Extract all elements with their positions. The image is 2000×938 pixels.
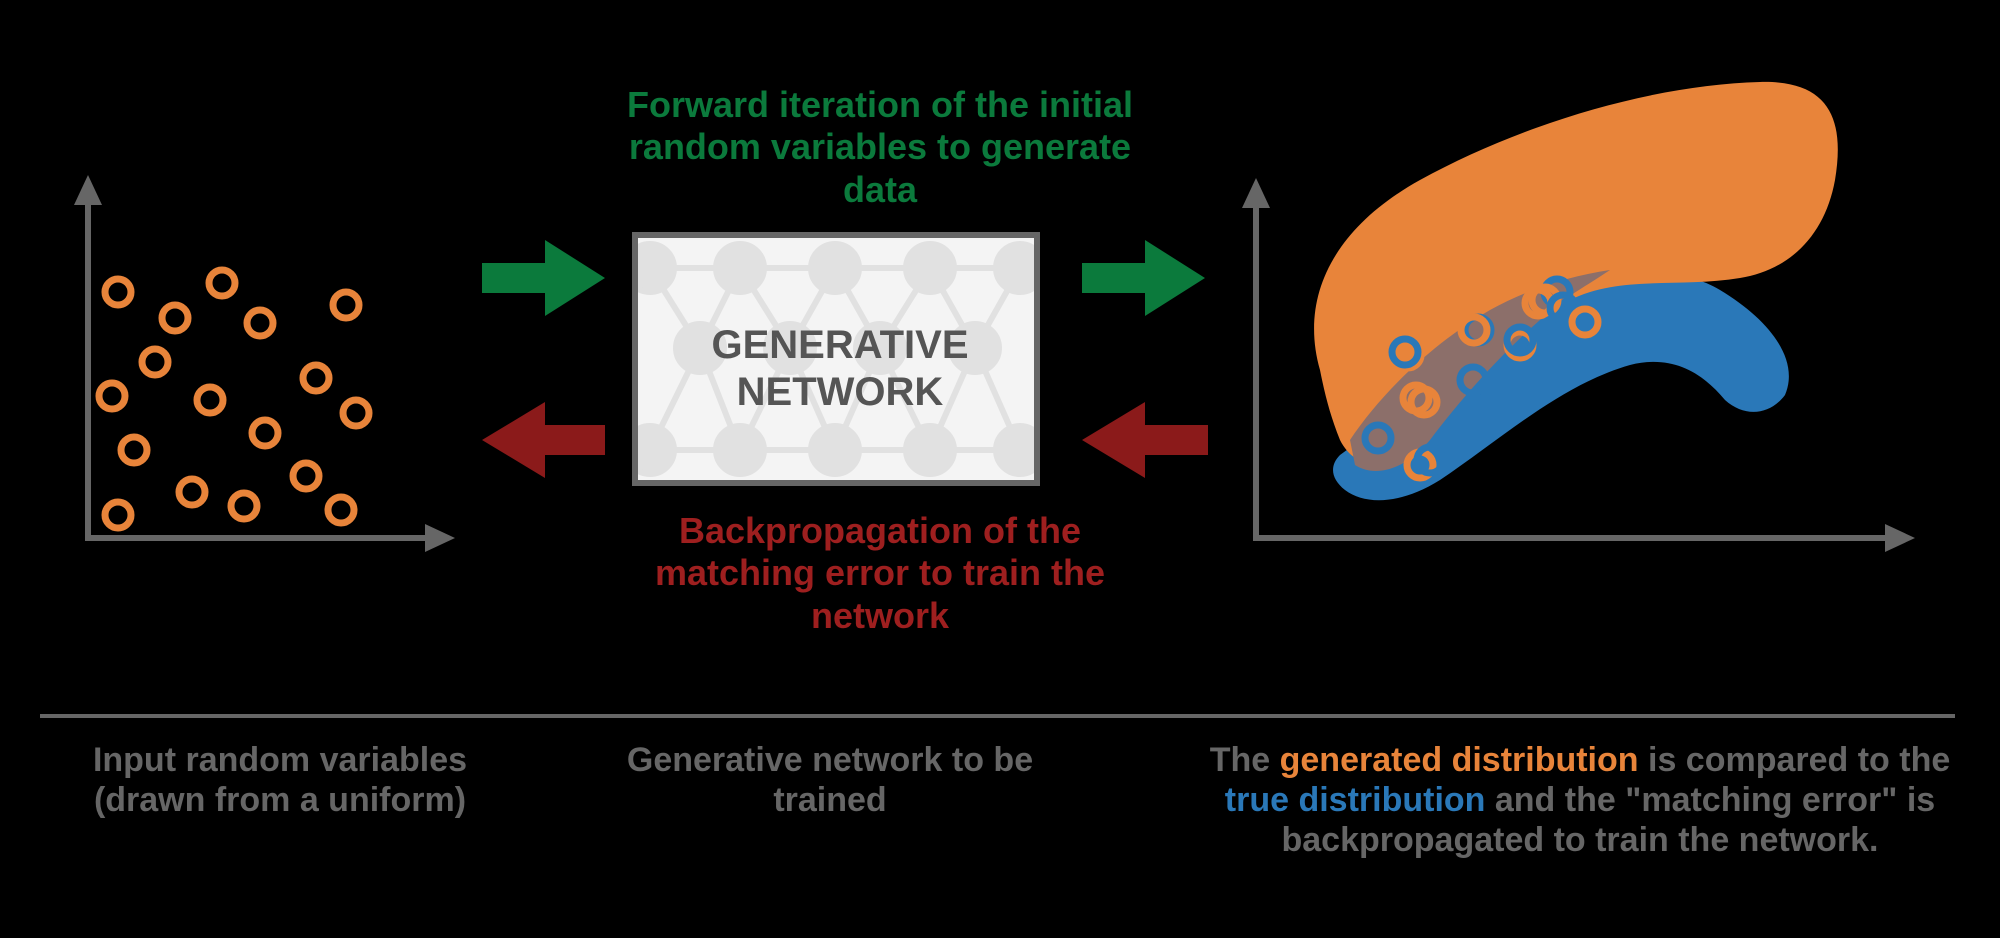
input-point-marker [101,498,135,532]
true-distribution-term: true distribution [1224,781,1486,820]
input-point-marker [95,379,129,413]
input-point-marker [117,433,151,467]
output-plot-x-arrowhead [1885,524,1915,552]
output-point-marker [1361,421,1395,455]
input-point-marker [193,383,227,417]
output-point-marker [1456,363,1490,397]
network-title-line-2: NETWORK [736,370,944,415]
output-point-marker [1388,335,1422,369]
output-caption-mid: is compared to the [1638,741,1951,779]
input-point-marker [101,275,135,309]
network-mesh-pattern [638,241,1034,477]
output-points [1361,275,1602,482]
backprop-arrow-right [1082,402,1208,478]
input-point-marker [289,459,323,493]
output-point-marker [1568,305,1602,339]
output-point-marker [1457,313,1491,347]
forward-iteration-label: Forward iteration of the initial random … [626,84,1134,210]
output-plot-y-arrowhead [1242,178,1270,208]
input-point-marker [138,345,172,379]
input-point-marker [205,266,239,300]
input-point-marker [329,288,363,322]
output-caption: The generated distribution is compared t… [1180,740,1980,860]
input-point-marker [158,301,192,335]
output-plot-axes [1253,190,1895,541]
input-point-marker [299,361,333,395]
generative-network-box [632,232,1040,486]
input-plot-axes [85,185,440,541]
input-caption: Input random variables (drawn from a uni… [92,741,468,820]
input-point-marker [339,396,373,430]
forward-arrow-right [1082,240,1205,316]
output-point-marker [1546,291,1580,325]
network-title: GENERATIVE NETWORK [640,322,1040,416]
output-caption-post: and the "matching error" is backpropagat… [1281,781,1936,860]
output-caption-pre: The [1209,741,1280,779]
input-point-marker [175,475,209,509]
input-points [95,266,373,532]
network-caption: Generative network to be trained [626,741,1034,820]
output-point-marker [1407,385,1441,419]
true-distribution-shape [1333,274,1789,501]
output-point-marker [1503,323,1537,357]
generated-distribution-term: generated distribution [1279,741,1639,779]
input-point-marker [227,489,261,523]
input-point-marker [248,416,282,450]
input-plot-y-arrowhead [74,175,102,205]
forward-arrow-left [482,240,605,316]
input-plot-x-arrowhead [425,524,455,552]
network-title-line-1: GENERATIVE [711,323,969,367]
backpropagation-label: Backpropagation of the matching error to… [654,510,1106,636]
backprop-arrow-left [482,402,605,478]
output-point-marker [1413,443,1447,477]
input-point-marker [243,306,277,340]
input-point-marker [324,493,358,527]
